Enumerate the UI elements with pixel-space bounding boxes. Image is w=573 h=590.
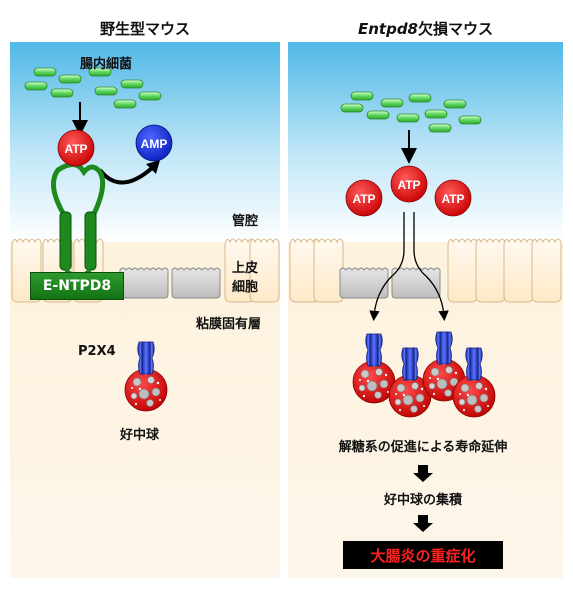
flow-arrows bbox=[413, 465, 433, 532]
atp-leak-arrows bbox=[369, 212, 449, 322]
right-atp-label-1: ATP bbox=[352, 192, 375, 206]
flow-arrow-2 bbox=[413, 515, 433, 532]
bacteria-label: 腸内細菌 bbox=[80, 57, 133, 72]
left-atp-label: ATP bbox=[64, 142, 87, 156]
lamina-propria-label: 粘膜固有層 bbox=[196, 317, 262, 332]
step-glycolysis: 解糖系の促進による寿命延伸 bbox=[338, 440, 508, 455]
right-atp-molecules: ATP ATP ATP bbox=[345, 165, 472, 217]
right-title-gene: Entpd8 bbox=[357, 20, 418, 38]
e-ntpd8-label: E-NTPD8 bbox=[30, 272, 124, 300]
right-panel-title: Entpd8欠損マウス bbox=[288, 18, 563, 39]
right-atp-label-3: ATP bbox=[441, 192, 464, 206]
step-neutrophil-accumulation: 好中球の集積 bbox=[383, 493, 462, 508]
p2x4-label: P2X4 bbox=[78, 344, 116, 359]
atp-to-amp-arrowhead bbox=[146, 160, 160, 174]
left-panel-title: 野生型マウス bbox=[99, 20, 190, 38]
right-panel-lumen bbox=[288, 42, 563, 242]
neutrophil-label: 好中球 bbox=[120, 428, 160, 443]
lumen-label: 管腔 bbox=[232, 214, 259, 229]
left-atp-molecule: ATP bbox=[57, 129, 95, 167]
left-panel: ATP AMP bbox=[10, 42, 280, 578]
epithelium-label-line1: 上皮 bbox=[232, 261, 259, 276]
result-colitis-severity: 大腸炎の重症化 bbox=[343, 541, 503, 569]
amp-molecule: AMP bbox=[135, 124, 173, 162]
right-title-suffix: 欠損マウス bbox=[418, 20, 494, 38]
right-atp-label-2: ATP bbox=[397, 178, 420, 192]
flow-arrow-1 bbox=[413, 465, 433, 482]
atp-to-amp-arrow bbox=[98, 166, 154, 185]
amp-label: AMP bbox=[141, 137, 168, 151]
epithelium-label-line2: 細胞 bbox=[232, 280, 259, 295]
right-panel: ATP ATP ATP bbox=[288, 42, 563, 578]
